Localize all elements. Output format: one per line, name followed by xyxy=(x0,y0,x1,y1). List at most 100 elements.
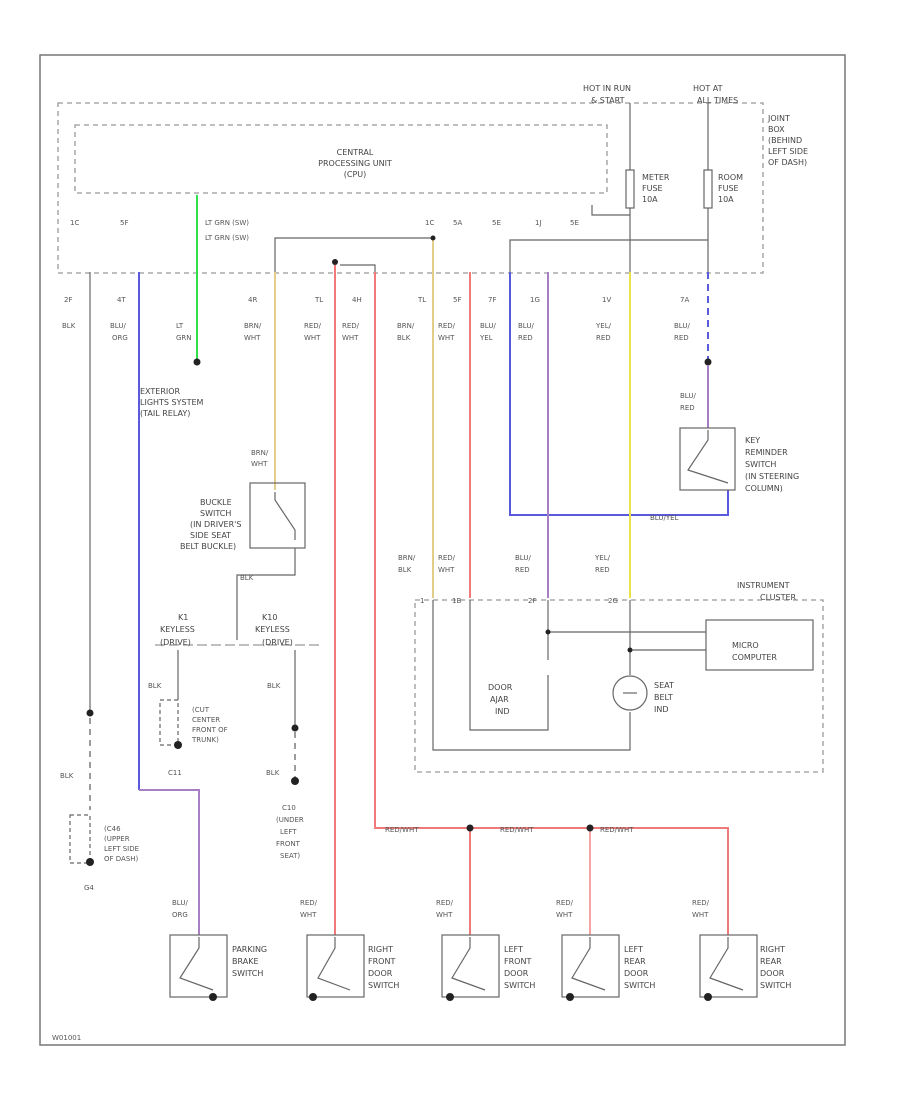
g107-ground-box xyxy=(159,699,179,746)
svg-text:BLK: BLK xyxy=(397,334,411,342)
svg-text:2G: 2G xyxy=(608,597,618,605)
key-reminder-blade xyxy=(687,430,729,484)
internal-bus-4 xyxy=(340,264,376,272)
svg-text:BELT BUCKLE): BELT BUCKLE) xyxy=(180,542,236,551)
wpu-line-1: LT GRN (SW) xyxy=(205,219,249,227)
svg-text:SWITCH: SWITCH xyxy=(504,981,535,990)
svg-text:1C: 1C xyxy=(425,219,434,227)
svg-text:WHT: WHT xyxy=(438,566,455,574)
switch-parking-brake: BLU/ ORG PARKING BRAKE SWITCH xyxy=(169,899,267,1001)
door-ajar-label: DOOR AJAR IND xyxy=(488,683,513,716)
svg-text:MICRO: MICRO xyxy=(732,641,759,650)
g4-ground-box xyxy=(69,814,91,864)
g107-name: C11 xyxy=(168,769,182,777)
svg-text:INSTRUMENT: INSTRUMENT xyxy=(737,581,790,590)
svg-text:REAR: REAR xyxy=(624,957,646,966)
svg-text:5E: 5E xyxy=(492,219,501,227)
svg-text:LEFT SIDE: LEFT SIDE xyxy=(768,147,808,156)
joint-box-outline xyxy=(57,102,764,274)
svg-text:BRAKE: BRAKE xyxy=(232,957,259,966)
svg-text:SWITCH: SWITCH xyxy=(368,981,399,990)
instrument-wire-labels: BRN/ BLK RED/ WHT BLU/ RED YEL/ RED xyxy=(398,554,611,574)
svg-text:SWITCH: SWITCH xyxy=(200,509,231,518)
svg-text:4T: 4T xyxy=(117,296,126,304)
svg-text:BELT: BELT xyxy=(654,693,673,702)
svg-text:LT: LT xyxy=(176,322,184,330)
svg-text:1J: 1J xyxy=(535,219,542,227)
cpu-outline xyxy=(74,124,608,194)
svg-text:TL: TL xyxy=(314,296,323,304)
buckle-switch-label: BUCKLE SWITCH (IN DRIVER'S SIDE SEAT BEL… xyxy=(180,498,241,551)
g2-ground-dot xyxy=(291,777,299,785)
footer-code: W01001 xyxy=(52,1034,81,1042)
svg-text:4R: 4R xyxy=(248,296,257,304)
svg-text:YEL/: YEL/ xyxy=(594,554,611,562)
svg-text:5F: 5F xyxy=(120,219,128,227)
svg-text:RIGHT: RIGHT xyxy=(760,945,785,954)
svg-text:BRN/: BRN/ xyxy=(398,554,416,562)
g4-wire-color: BLK xyxy=(60,772,74,780)
exterior-lights-label: EXTERIOR LIGHTS SYSTEM (TAIL RELAY) xyxy=(140,387,204,418)
g2-node-label: BLK xyxy=(266,769,280,777)
g2-wire-color: BLK xyxy=(267,682,281,690)
svg-text:BRN/: BRN/ xyxy=(251,449,269,457)
buckle-switch-blade xyxy=(274,492,296,540)
svg-text:(CPU): (CPU) xyxy=(344,170,367,179)
svg-text:RED: RED xyxy=(596,334,611,342)
svg-text:RED/: RED/ xyxy=(342,322,360,330)
svg-text:RED: RED xyxy=(595,566,610,574)
hot-in-run-label: HOT IN RUN xyxy=(583,84,631,93)
svg-text:DOOR: DOOR xyxy=(488,683,513,692)
svg-text:FUSE: FUSE xyxy=(718,184,739,193)
svg-text:1G: 1G xyxy=(530,296,540,304)
instrument-pin-labels: 1 1B 2F 2G xyxy=(420,597,618,605)
svg-text:AJAR: AJAR xyxy=(490,695,509,704)
ic-node-2 xyxy=(627,647,633,653)
svg-text:2F: 2F xyxy=(528,597,536,605)
svg-text:RED/: RED/ xyxy=(556,899,574,907)
svg-text:(UNDER: (UNDER xyxy=(276,816,304,824)
svg-text:(BEHIND: (BEHIND xyxy=(768,136,802,145)
svg-text:KEYLESS: KEYLESS xyxy=(160,625,195,634)
g107-wire-color: BLK xyxy=(148,682,162,690)
svg-text:IND: IND xyxy=(495,707,510,716)
ic-internal-1 xyxy=(432,600,631,751)
svg-text:WHT: WHT xyxy=(304,334,321,342)
svg-text:LEFT: LEFT xyxy=(504,945,523,954)
svg-text:RIGHT: RIGHT xyxy=(368,945,393,954)
svg-text:BLK: BLK xyxy=(398,566,412,574)
g4-label: (C46 (UPPER LEFT SIDE OF DASH) xyxy=(104,825,139,863)
keyless-k1-label: K1 KEYLESS (DRIVE) xyxy=(160,613,195,647)
bus-label-3: RED/WHT xyxy=(600,826,634,834)
svg-text:SWITCH: SWITCH xyxy=(624,981,655,990)
key-reminder-wire-color: BLU/ RED xyxy=(680,392,696,412)
svg-text:10A: 10A xyxy=(718,195,734,204)
svg-text:C10: C10 xyxy=(282,804,296,812)
bus-label-1: RED/WHT xyxy=(385,826,419,834)
svg-text:KEYLESS: KEYLESS xyxy=(255,625,290,634)
bus-label-2: RED/WHT xyxy=(500,826,534,834)
upper-wire-colors: BLK BLU/ ORG LT GRN BRN/ WHT RED/ WHT RE… xyxy=(62,322,690,342)
svg-text:RED: RED xyxy=(518,334,533,342)
svg-text:FRONT: FRONT xyxy=(504,957,531,966)
svg-text:BLU/: BLU/ xyxy=(110,322,126,330)
svg-text:CENTER: CENTER xyxy=(192,716,220,724)
switch-right-rear-door: RED/ WHT RIGHT REAR DOOR SWITCH xyxy=(692,899,791,1001)
instrument-cluster-outline xyxy=(414,599,824,773)
meter-fuse-icon xyxy=(625,169,635,209)
svg-text:DOOR: DOOR xyxy=(624,969,649,978)
joint-box-label: JOINT BOX (BEHIND LEFT SIDE OF DASH) xyxy=(767,114,808,167)
svg-text:RED/: RED/ xyxy=(438,554,456,562)
red-wht-wire-bus xyxy=(374,272,729,935)
svg-text:BLU/: BLU/ xyxy=(674,322,690,330)
switch-left-front-door: RED/ WHT LEFT FRONT DOOR SWITCH xyxy=(436,899,535,1001)
seat-belt-label: SEAT BELT IND xyxy=(654,681,674,714)
g107-ground-dot xyxy=(174,741,182,749)
g2-node xyxy=(291,724,299,732)
ic-node-1 xyxy=(545,629,551,635)
svg-text:RED/: RED/ xyxy=(692,899,710,907)
internal-bus-3 xyxy=(591,205,630,216)
svg-text:IND: IND xyxy=(654,705,669,714)
svg-text:PARKING: PARKING xyxy=(232,945,267,954)
